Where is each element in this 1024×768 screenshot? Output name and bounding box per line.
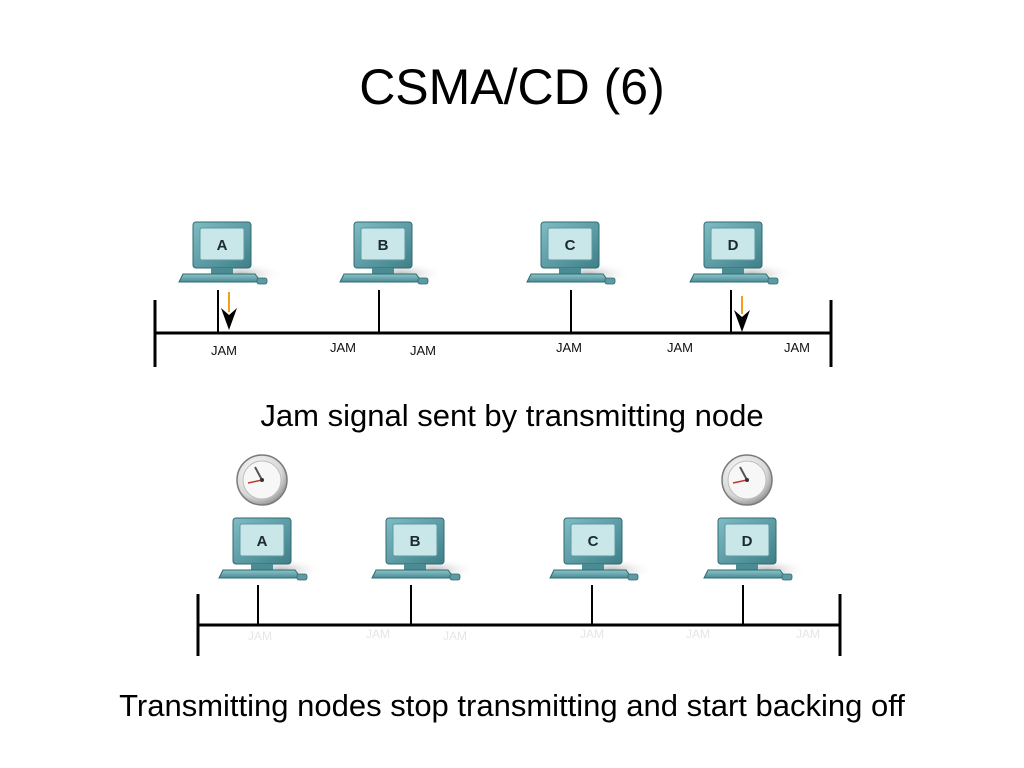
top-jam-label: JAM	[784, 340, 810, 355]
jam-arrow-d	[734, 296, 750, 332]
top-jam-label: JAM	[556, 340, 582, 355]
jam-arrow-a	[221, 292, 237, 330]
bottom-pc-a-label: A	[257, 533, 268, 550]
bottom-jam-faint-label: JAM	[580, 627, 604, 641]
bottom-jam-faint-label: JAM	[366, 627, 390, 641]
top-jam-label: JAM	[211, 343, 237, 358]
bottom-pc-d: D	[703, 517, 809, 583]
top-network: A B C D JAM JAM JAM JAM JAM JAM	[153, 221, 833, 367]
top-pc-c: C	[526, 221, 632, 287]
top-jam-label: JAM	[330, 340, 356, 355]
bottom-network: A B C D JAM JAM JAM JAM JAM JAM	[196, 454, 842, 656]
caption-backing-off: Transmitting nodes stop transmitting and…	[119, 688, 905, 723]
bottom-pc-b-label: B	[410, 533, 421, 550]
top-jam-label: JAM	[667, 340, 693, 355]
top-pc-b-label: B	[378, 237, 389, 254]
clock-icon	[721, 454, 773, 506]
bottom-pc-a: A	[218, 517, 324, 583]
top-pc-a-label: A	[217, 237, 228, 254]
top-pc-d: D	[689, 221, 795, 287]
bottom-jam-faint-label: JAM	[443, 629, 467, 643]
bottom-jam-faint-label: JAM	[796, 627, 820, 641]
slide-title: CSMA/CD (6)	[359, 59, 665, 115]
bottom-pc-c: C	[549, 517, 655, 583]
bottom-pc-b: B	[371, 517, 477, 583]
clock-icon	[236, 454, 288, 506]
caption-jam-signal: Jam signal sent by transmitting node	[260, 398, 764, 433]
top-pc-c-label: C	[565, 237, 576, 254]
bottom-jam-faint-label: JAM	[686, 627, 710, 641]
top-pc-b: B	[339, 221, 445, 287]
top-jam-label: JAM	[410, 343, 436, 358]
top-pc-d-label: D	[728, 237, 739, 254]
bottom-pc-c-label: C	[588, 533, 599, 550]
bottom-jam-faint-label: JAM	[248, 629, 272, 643]
top-pc-a: A	[178, 221, 284, 287]
bottom-pc-d-label: D	[742, 533, 753, 550]
